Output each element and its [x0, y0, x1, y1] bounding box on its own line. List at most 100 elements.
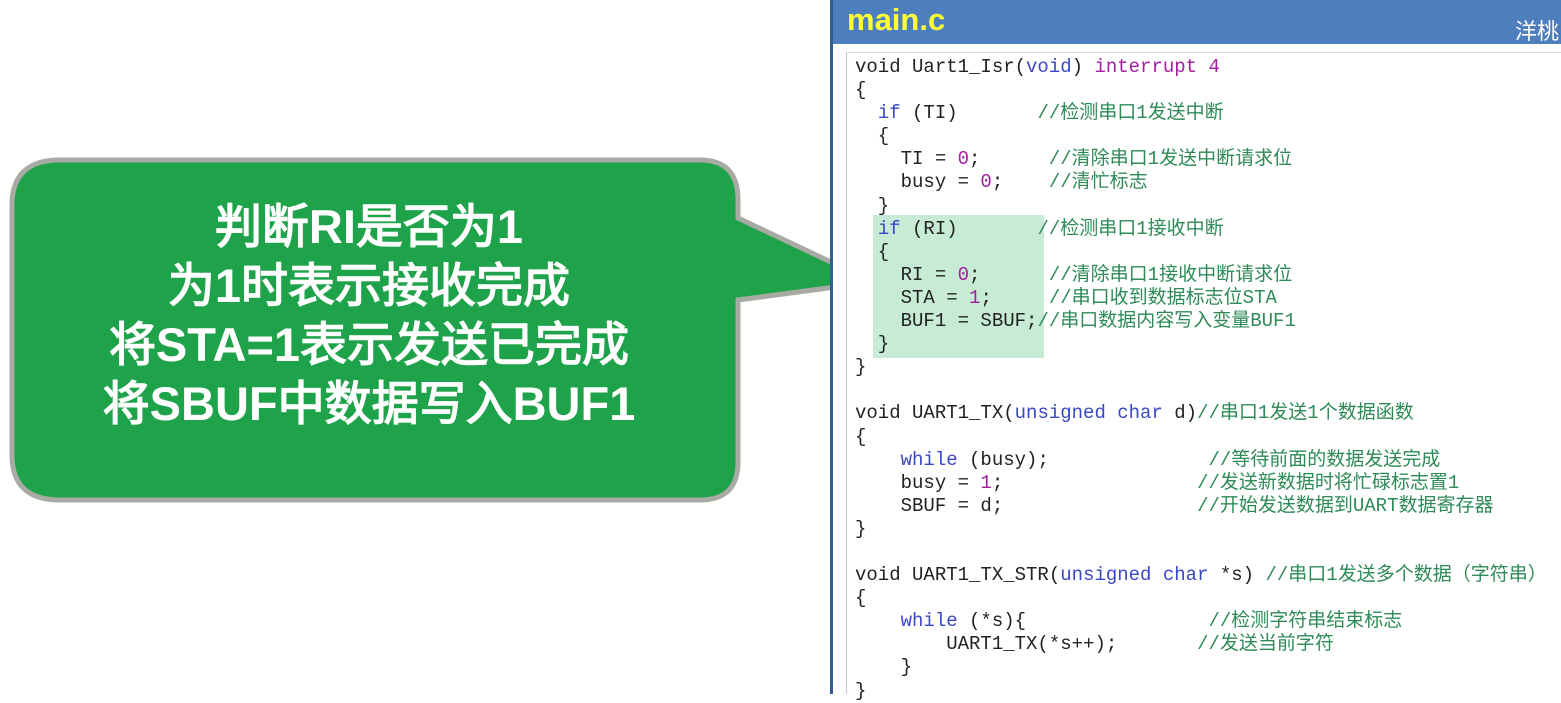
code-token: BUF1 = SBUF;	[855, 310, 1038, 333]
code-token: //清忙标志	[1048, 171, 1148, 194]
code-token: void UART1_TX(	[855, 402, 1015, 425]
code-token: interrupt	[1094, 56, 1198, 78]
code-token: while	[900, 610, 958, 633]
code-line: }	[855, 518, 866, 540]
callout-line-3: 将STA=1表示发送已完成	[108, 318, 630, 371]
code-token: //检测串口1接收中断	[1037, 217, 1224, 240]
code-line: while (busy); //等待前面的数据发送完成	[855, 448, 1441, 471]
callout-line-2: 为1时表示接收完成	[167, 259, 571, 312]
code-token: (TI)	[900, 102, 1038, 125]
code-line: UART1_TX(*s++); //发送当前字符	[855, 633, 1334, 655]
code-token: {	[855, 587, 867, 610]
code-line: busy = 1; //发送新数据时将忙碌标志置1	[855, 471, 1460, 494]
code-token: }	[855, 194, 890, 217]
code-token: }	[855, 656, 913, 679]
code-line: void UART1_TX_STR(unsigned char *s) //串口…	[855, 564, 1547, 586]
code-line: }	[855, 656, 912, 678]
code-token: //检测串口1发送中断	[1037, 102, 1224, 125]
code-token: }	[855, 356, 867, 379]
code-token: //开始发送数据到UART数据寄存器	[1197, 494, 1494, 517]
code-token: //清除串口1接收中断请求位	[1048, 263, 1293, 286]
window-corner-text: 洋桃	[1514, 20, 1559, 45]
code-token: //等待前面的数据发送完成	[1208, 448, 1441, 471]
code-token: //串口1发送1个数据函数	[1197, 402, 1414, 425]
code-token: 0	[957, 148, 970, 171]
code-token: void Uart1_Isr(	[855, 56, 1027, 78]
code-window: main.c 洋桃	[830, 0, 1561, 694]
code-token: //清除串口1发送中断请求位	[1048, 148, 1293, 171]
code-token: RI =	[855, 263, 958, 286]
code-token: STA =	[855, 286, 970, 309]
code-listing: void Uart1_Isr(void) interrupt 4 { if (T…	[855, 56, 1547, 703]
code-token: {	[855, 125, 890, 148]
code-token: }	[855, 679, 867, 702]
code-line: {	[855, 426, 866, 448]
code-token: //检测字符串结束标志	[1208, 610, 1403, 633]
code-token: 0	[980, 171, 992, 194]
callout-line-4: 将SBUF中数据写入BUF1	[102, 377, 636, 430]
code-token: ;	[969, 263, 1049, 286]
callout-line-1: 判断RI是否为1	[214, 200, 524, 253]
code-area	[846, 52, 1561, 694]
code-line: if (TI) //检测串口1发送中断	[855, 102, 1224, 124]
code-token: (*s){	[957, 610, 1209, 633]
code-token: ;	[980, 286, 1049, 309]
code-token: busy =	[855, 171, 981, 194]
code-token: SBUF = d;	[855, 494, 1198, 517]
code-line: {	[855, 79, 866, 101]
code-token: busy =	[855, 471, 981, 494]
code-token: 4	[1197, 56, 1220, 78]
callout-text: 判断RI是否为1 为1时表示接收完成 将STA=1表示发送已完成 将SBUF中数…	[14, 197, 724, 433]
code-token: )	[1071, 56, 1095, 78]
code-token: 0	[957, 263, 970, 286]
code-token: //串口1发送多个数据（字符串）	[1265, 564, 1547, 587]
code-token: 1	[980, 471, 992, 494]
code-line: RI = 0; //清除串口1接收中断请求位	[855, 264, 1292, 286]
code-line: }	[855, 195, 889, 217]
window-title: main.c	[847, 2, 946, 37]
code-token: TI =	[855, 148, 958, 171]
code-line: while (*s){ //检测字符串结束标志	[855, 610, 1403, 633]
code-token: ;	[991, 171, 1049, 194]
code-highlight	[873, 215, 1044, 358]
code-line: SBUF = d; //开始发送数据到UART数据寄存器	[855, 494, 1494, 517]
code-token: {	[855, 425, 867, 448]
code-token: if	[877, 217, 901, 240]
code-token: (RI)	[900, 217, 1038, 240]
code-token: if	[877, 102, 901, 125]
code-token: }	[855, 517, 867, 540]
code-token: }	[855, 333, 890, 356]
code-token: ;	[969, 148, 1049, 171]
window-titlebar: main.c 洋桃	[830, 0, 1561, 45]
code-token: {	[855, 240, 890, 263]
code-line: TI = 0; //清除串口1发送中断请求位	[855, 148, 1292, 170]
code-token: 1	[969, 286, 981, 309]
code-token: //串口收到数据标志位STA	[1048, 286, 1277, 309]
code-line: {	[855, 241, 889, 263]
code-token: d)	[1162, 402, 1198, 425]
code-line: BUF1 = SBUF;//串口数据内容写入变量BUF1	[855, 310, 1296, 332]
code-line: busy = 0; //清忙标志	[855, 171, 1148, 193]
code-token: ;	[991, 471, 1198, 494]
code-token: (busy);	[957, 448, 1209, 471]
code-line: void Uart1_Isr(void) interrupt 4	[855, 56, 1220, 78]
code-token	[855, 218, 878, 240]
code-line: }	[855, 680, 866, 702]
code-token: {	[855, 79, 867, 102]
code-token: //发送当前字符	[1197, 633, 1334, 656]
code-token: while	[900, 448, 958, 471]
code-token	[855, 610, 901, 632]
code-token: //串口数据内容写入变量BUF1	[1037, 310, 1296, 333]
code-line: {	[855, 125, 889, 147]
code-token: //发送新数据时将忙碌标志置1	[1197, 471, 1460, 494]
code-token: void	[1026, 56, 1072, 78]
code-token: unsigned char	[1014, 402, 1163, 425]
code-line: void UART1_TX(unsigned char d)//串口1发送1个数…	[855, 402, 1414, 424]
code-token: unsigned char	[1060, 564, 1209, 587]
code-line: STA = 1; //串口收到数据标志位STA	[855, 287, 1277, 309]
code-line: if (RI) //检测串口1接收中断	[855, 218, 1224, 240]
code-line: {	[855, 587, 866, 609]
code-line: }	[855, 333, 889, 355]
code-token: *s)	[1208, 564, 1266, 587]
code-line: }	[855, 356, 866, 378]
